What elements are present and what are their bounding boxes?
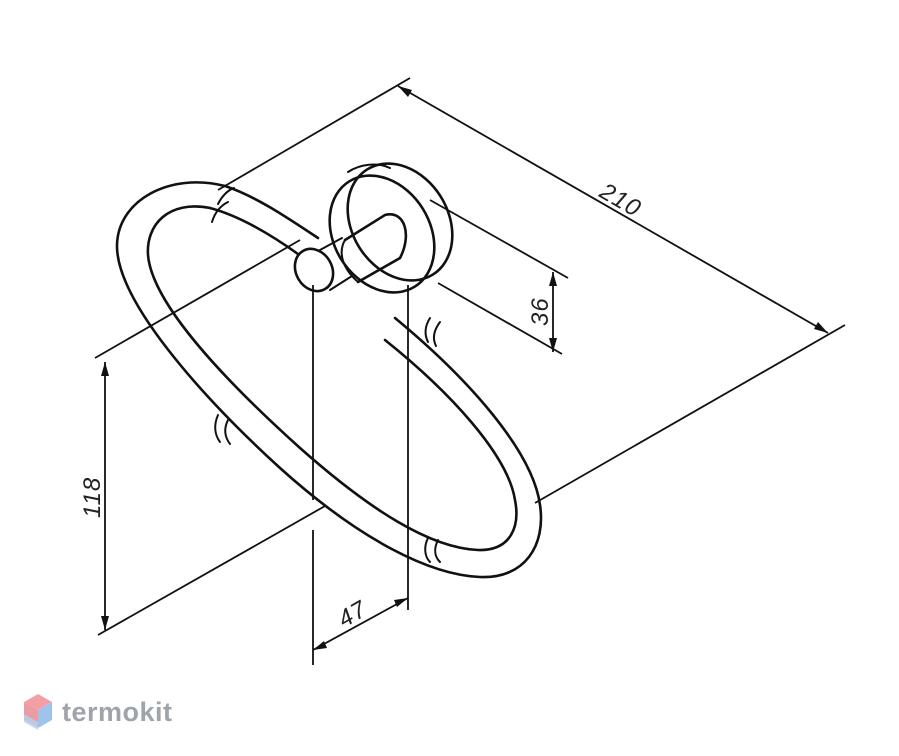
mount-cap bbox=[293, 247, 335, 293]
joint-right-upper-b bbox=[432, 321, 441, 347]
dim-118-arrow-b bbox=[101, 616, 109, 630]
dim-47-line bbox=[312, 597, 409, 651]
logo-mark-right bbox=[38, 702, 52, 728]
ring-outer-top bbox=[223, 184, 320, 240]
joint-right-upper bbox=[424, 317, 431, 343]
termokit-watermark: termokit bbox=[22, 690, 173, 734]
dim-210-label: 210 bbox=[594, 177, 646, 222]
dim-47-arrow-a bbox=[313, 641, 327, 650]
joint-left-lower bbox=[214, 414, 221, 443]
dim-210-line bbox=[397, 85, 829, 334]
dim-118-arrow-a bbox=[101, 362, 109, 376]
mount-disc-rim-top bbox=[347, 163, 391, 173]
dim-47-label: 47 bbox=[334, 595, 373, 633]
dim-118-ext-bottom bbox=[97, 505, 326, 636]
joint-top-left-b bbox=[211, 201, 229, 223]
dim-36-ext-bottom bbox=[437, 282, 563, 355]
dim-36-label: 36 bbox=[527, 297, 554, 326]
ring-outer-edge bbox=[115, 181, 543, 579]
joint-left-lower-b bbox=[224, 419, 231, 445]
termokit-brand-text: termokit bbox=[62, 696, 173, 727]
mount-post-edge bbox=[340, 239, 359, 283]
mount-post bbox=[343, 213, 408, 284]
logo-mark-bottom bbox=[24, 714, 38, 730]
dim-36-ext-top bbox=[429, 199, 569, 279]
ring-inner-top bbox=[208, 206, 300, 256]
mount-disc-front bbox=[328, 174, 436, 294]
ring-inner-edge bbox=[146, 205, 518, 552]
mount-disc-back bbox=[346, 162, 454, 282]
dim-118-label: 118 bbox=[79, 477, 106, 518]
mount-cap-side bbox=[319, 237, 353, 291]
termokit-logo-icon bbox=[24, 694, 52, 730]
joint-top-left bbox=[217, 187, 235, 205]
dim-118-ext-top bbox=[94, 239, 301, 359]
dim-36-arrow-b bbox=[549, 338, 557, 352]
dim-36-arrow-a bbox=[549, 272, 557, 286]
dim-47-arrow-b bbox=[394, 598, 408, 607]
joint-bottom-right bbox=[424, 537, 431, 563]
wall-mount bbox=[293, 162, 454, 294]
joint-bottom-right-b bbox=[434, 539, 441, 563]
dim-210-arrow-a bbox=[398, 86, 412, 97]
towel-ring bbox=[115, 181, 543, 579]
dim-210-arrow-b bbox=[814, 322, 828, 333]
dimension-lines bbox=[94, 77, 846, 665]
dim-210-ext-right bbox=[534, 324, 846, 504]
dim-210-ext-left bbox=[217, 77, 411, 191]
